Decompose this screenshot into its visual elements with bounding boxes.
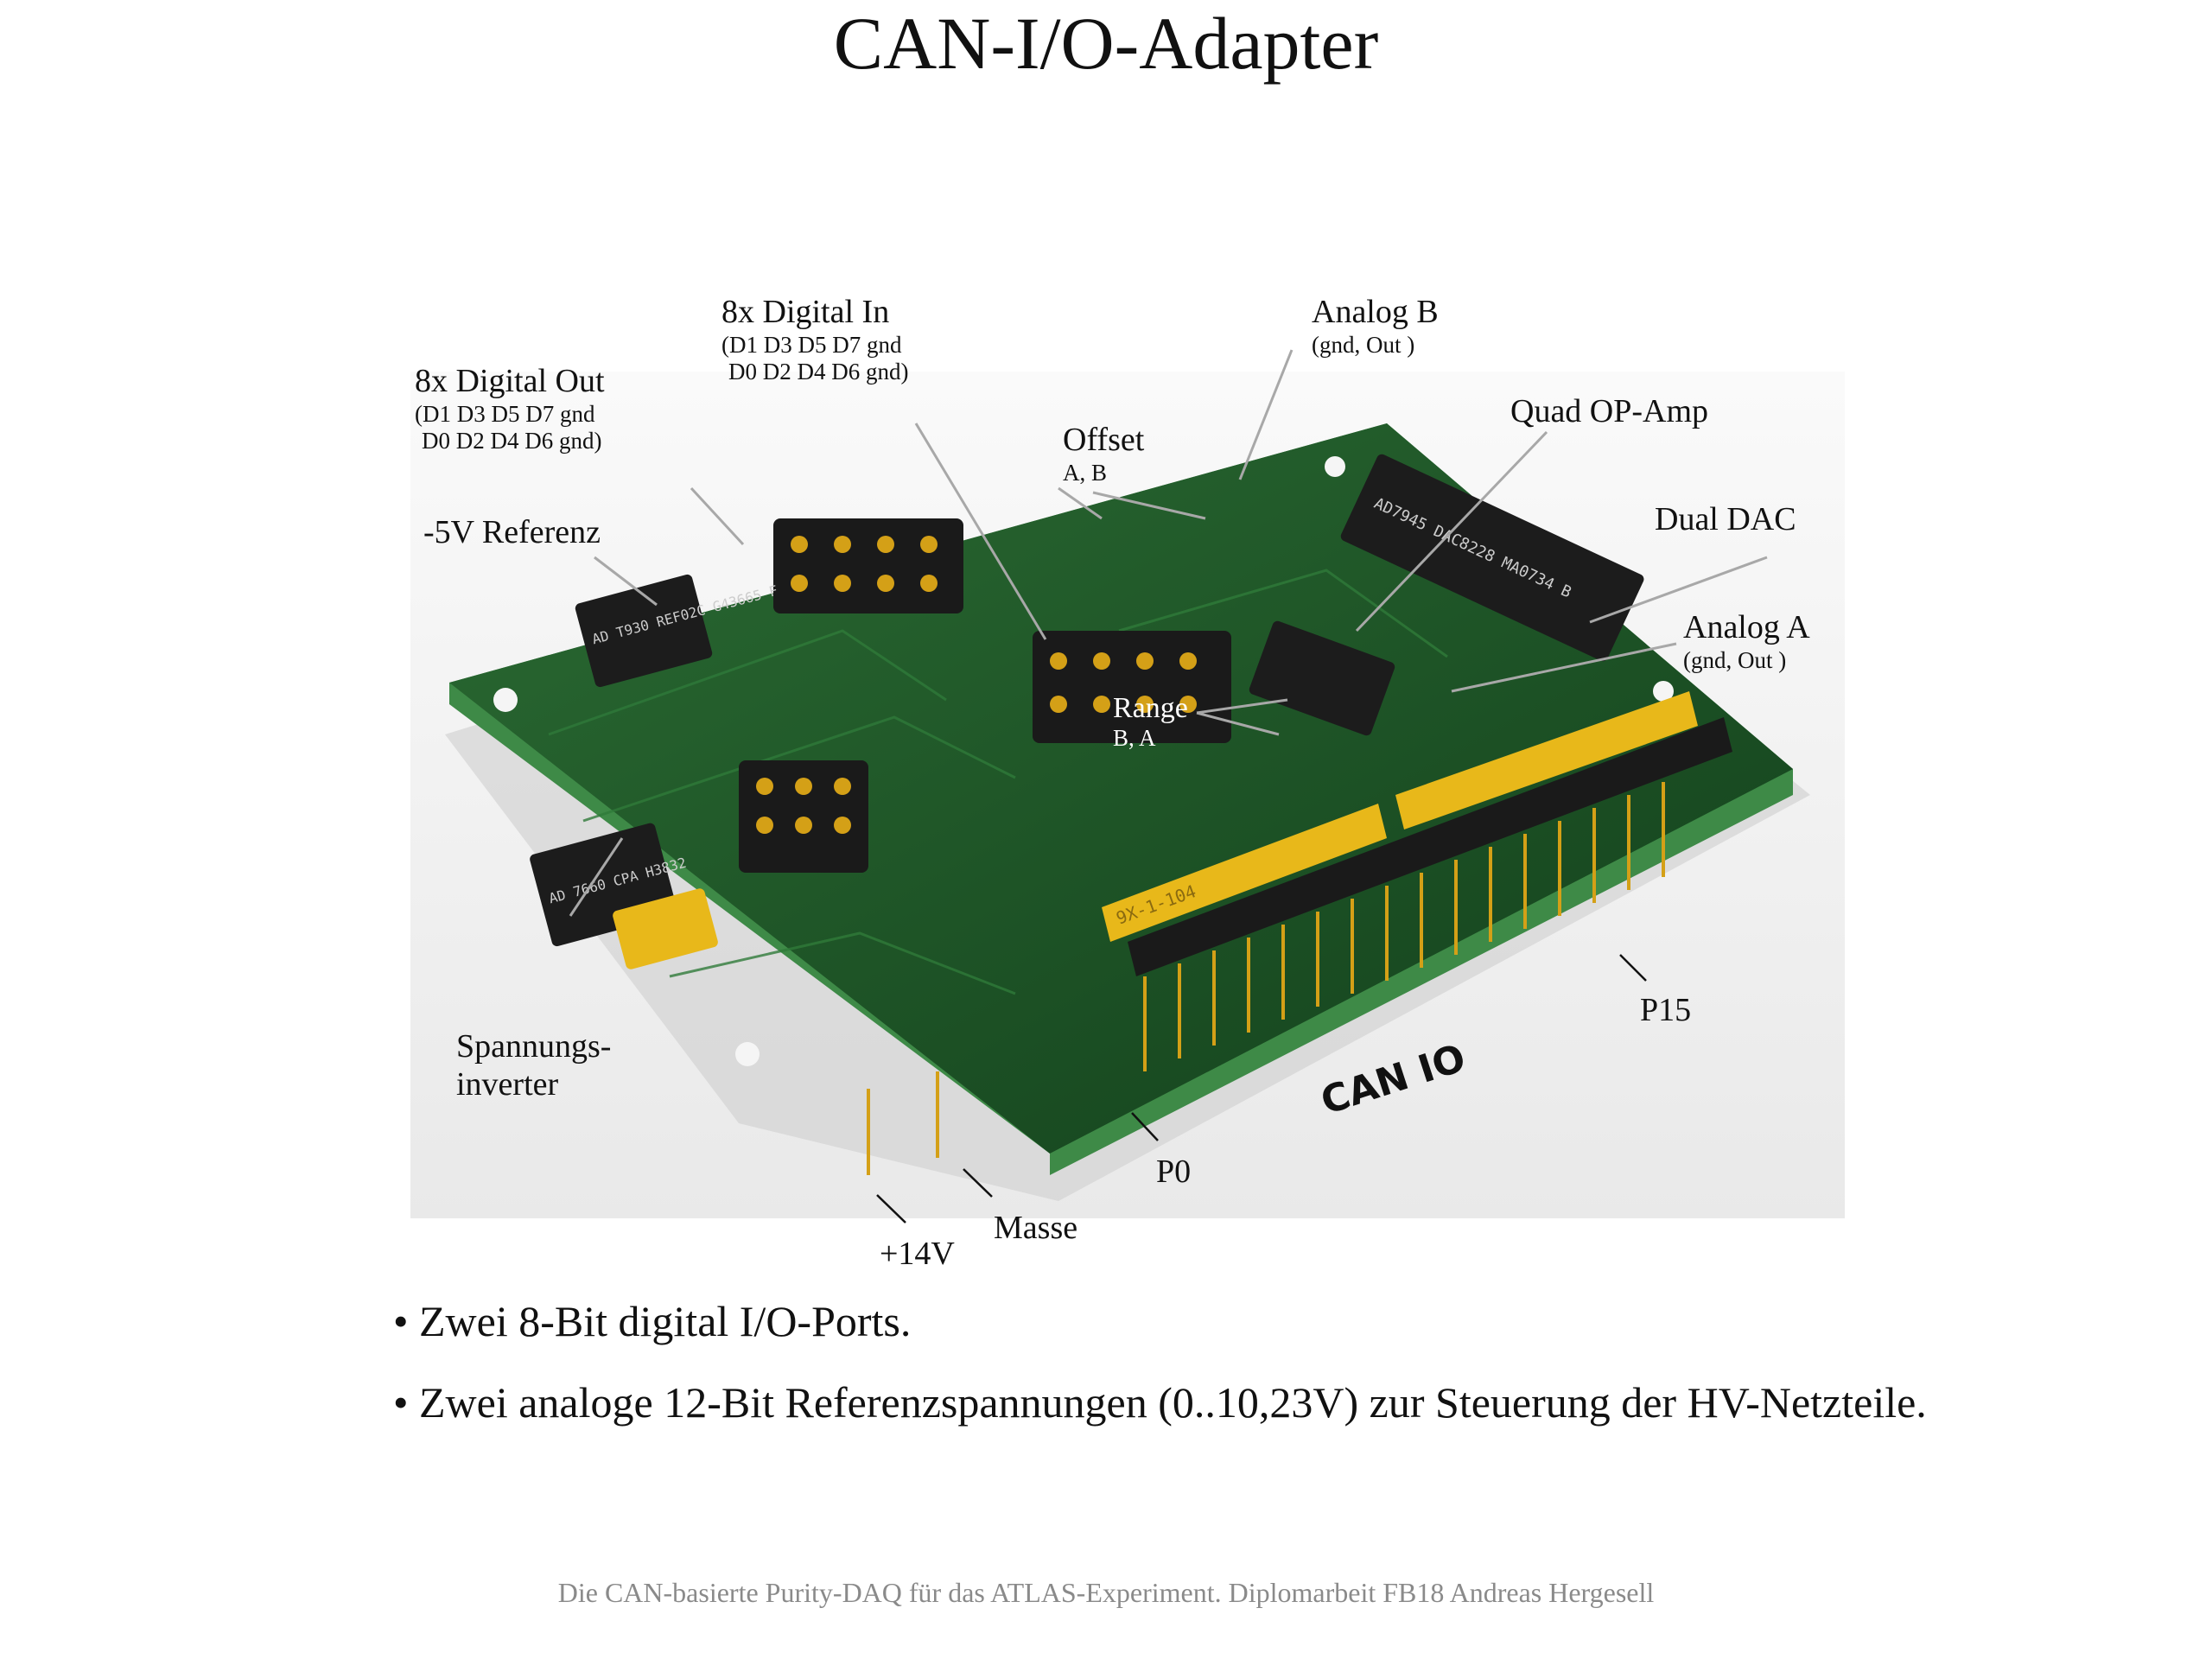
label-digital-in: 8x Digital In (D1 D3 D5 D7 gnd D0 D2 D4 … — [721, 294, 909, 385]
pcb-photo: AD T930 REF02C G43665 F AD 7660 CPA H383… — [410, 372, 1845, 1218]
tantalum-capacitor — [613, 888, 718, 969]
pin-header-row — [1128, 717, 1732, 976]
pins — [867, 782, 1665, 1175]
label-referenz: -5V Referenz — [423, 514, 601, 550]
bullet-item: • Zwei analoge 12-Bit Referenzspannungen… — [393, 1378, 1927, 1427]
bullet-item: • Zwei 8-Bit digital I/O-Ports. — [393, 1297, 912, 1345]
label-masse: Masse — [994, 1210, 1078, 1246]
digital-in-header — [1033, 631, 1231, 743]
footer-text: Die CAN-basierte Purity-DAQ für das ATLA… — [557, 1577, 1655, 1608]
label-digital-out: 8x Digital Out (D1 D3 D5 D7 gnd D0 D2 D4… — [415, 363, 605, 454]
label-offset: Offset A, B — [1063, 422, 1145, 486]
resistor-network: 9X-1-104 — [1102, 691, 1698, 942]
label-analog-a: Analog A (gnd, Out ) — [1683, 609, 1810, 673]
label-p0: P0 — [1156, 1154, 1192, 1190]
page-title: CAN-I/O-Adapter — [833, 2, 1379, 85]
quad-opamp-chip — [1249, 620, 1395, 736]
aux-header — [739, 760, 868, 873]
label-quad-opamp: Quad OP-Amp — [1510, 393, 1709, 429]
label-plus-14v: +14V — [880, 1236, 955, 1272]
label-range: Range B, A — [1113, 692, 1188, 752]
bullet-list: • Zwei 8-Bit digital I/O-Ports. • Zwei a… — [393, 1296, 1927, 1459]
label-p15: P15 — [1640, 992, 1692, 1028]
label-analog-b: Analog B (gnd, Out ) — [1312, 294, 1439, 358]
label-dual-dac: Dual DAC — [1655, 501, 1796, 537]
digital-out-header — [773, 518, 963, 613]
label-spannungsinverter: Spannungs- inverter — [456, 1028, 612, 1103]
